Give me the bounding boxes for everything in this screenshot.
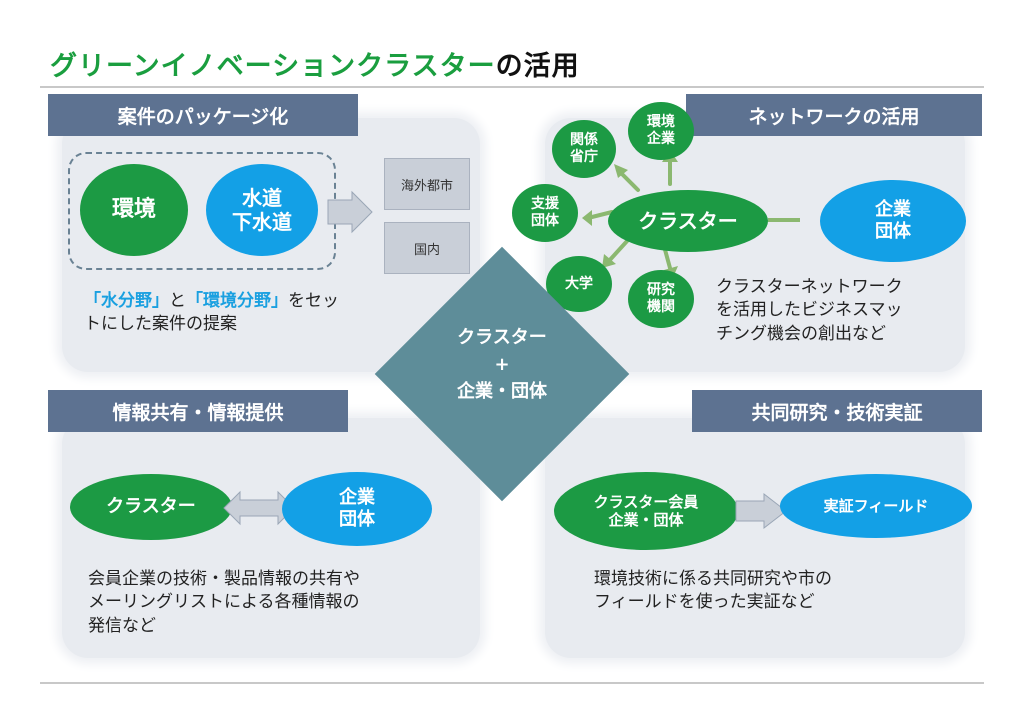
network-desc-2: を活用したビジネスマッ (716, 300, 903, 321)
water-label-1: 水道 (242, 186, 282, 210)
header-package: 案件のパッケージ化 (48, 94, 358, 136)
research-desc-2: フィールドを使った実証など (594, 592, 815, 613)
node-env-l1: 環境 (647, 114, 675, 131)
node-env-companies: 環境企業 (628, 102, 694, 160)
node-ministries: 関係省庁 (552, 120, 616, 178)
center-line-2: + (494, 354, 510, 375)
network-description: クラスターネットワーク を活用したビジネスマッ チング機会の創出など (716, 276, 966, 346)
node-research-l2: 機関 (647, 299, 675, 315)
node-ministries-l2: 省庁 (570, 149, 598, 165)
info-desc-3: 発信など (88, 615, 156, 636)
environment-label: 環境 (111, 196, 156, 222)
domestic-box: 国内 (384, 222, 470, 274)
partner-l1: 企業 (875, 199, 911, 221)
network-cluster-node: クラスター (608, 190, 768, 252)
research-member-l1: クラスター会員 (593, 493, 699, 511)
research-member-node: クラスター会員企業・団体 (554, 472, 738, 550)
info-partner-l1: 企業 (339, 487, 375, 509)
package-description: 「水分野」と「環境分野」をセッ トにした案件の提案 (84, 290, 444, 337)
water-circle: 水道下水道 (206, 164, 318, 256)
page-title: グリーンイノベーションクラスターの活用 (50, 44, 580, 83)
node-support-l1: 支援 (531, 196, 559, 213)
title-green: グリーンイノベーションクラスター (50, 51, 496, 82)
node-env-l2: 企業 (647, 131, 675, 147)
research-member-l2: 企業・団体 (608, 511, 684, 529)
info-description: 会員企業の技術・製品情報の共有や メーリングリストによる各種情報の 発信など (88, 568, 458, 638)
center-label: クラスター + 企業・団体 (402, 324, 602, 405)
description-rest: をセッ (288, 291, 339, 311)
and-text: と (169, 291, 186, 311)
node-support-l2: 団体 (531, 213, 559, 229)
info-cluster-node: クラスター (70, 474, 232, 540)
overseas-city-box: 海外都市 (384, 158, 470, 210)
package-arrow (327, 190, 373, 234)
center-line-1: クラスター (457, 327, 547, 348)
network-desc-3: チング機会の創出など (716, 323, 886, 344)
water-label-2: 下水道 (232, 210, 292, 234)
node-research-l1: 研究 (647, 282, 675, 299)
water-field-highlight: 「水分野」 (84, 291, 169, 311)
network-desc-1: クラスターネットワーク (716, 277, 903, 297)
title-suffix: の活用 (495, 51, 580, 82)
info-partner-l2: 団体 (339, 509, 375, 530)
header-network: ネットワークの活用 (686, 94, 982, 136)
center-line-3: 企業・団体 (457, 381, 547, 402)
research-desc-1: 環境技術に係る共同研究や市の (594, 569, 832, 589)
info-desc-1: 会員企業の技術・製品情報の共有や (88, 569, 360, 589)
partner-l2: 団体 (875, 221, 911, 242)
research-description: 環境技術に係る共同研究や市の フィールドを使った実証など (594, 568, 944, 615)
info-desc-2: メーリングリストによる各種情報の (88, 592, 360, 613)
network-partner-node: 企業団体 (820, 180, 966, 262)
research-field-node: 実証フィールド (780, 474, 972, 538)
top-rule (40, 86, 984, 88)
node-ministries-l1: 関係 (570, 132, 598, 149)
description-line-2: トにした案件の提案 (84, 314, 237, 335)
environment-field-highlight: 「環境分野」 (186, 291, 288, 311)
info-partner-node: 企業団体 (282, 472, 432, 546)
header-research: 共同研究・技術実証 (692, 390, 982, 432)
research-arrow (735, 492, 787, 530)
node-research-institutes: 研究機関 (628, 270, 694, 328)
node-support-groups: 支援団体 (512, 184, 578, 242)
bottom-rule (40, 682, 984, 684)
header-info: 情報共有・情報提供 (48, 390, 348, 432)
environment-circle: 環境 (80, 164, 188, 256)
